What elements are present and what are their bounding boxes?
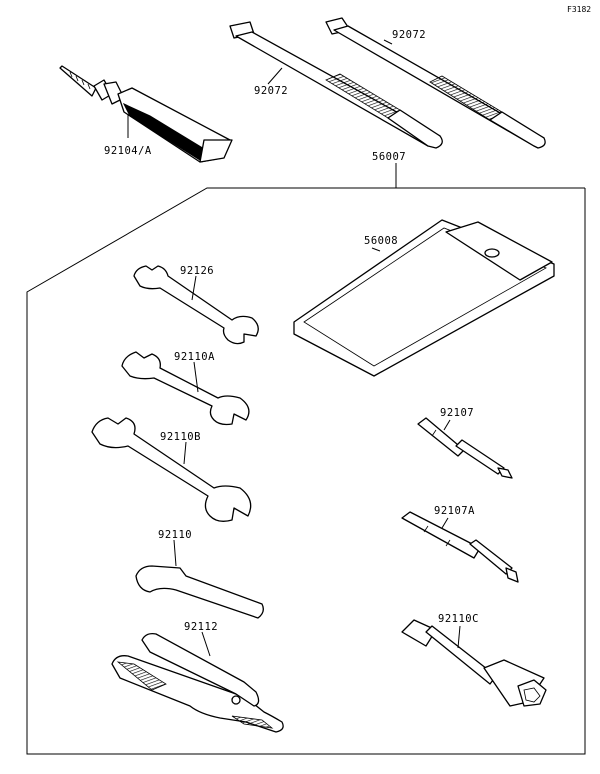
label-92104A: 92104/A (104, 145, 152, 157)
hex-key-92110 (135, 565, 264, 619)
screwdriver-92107 (417, 417, 513, 479)
label-92110B: 92110B (160, 431, 201, 443)
screwdriver-92107A (401, 511, 519, 583)
label-92110C: 92110C (438, 613, 479, 625)
plug-wrench-92110C (401, 619, 547, 707)
label-92126: 92126 (180, 265, 214, 277)
pliers-92112 (111, 632, 284, 733)
figure-code: F3182 (567, 5, 591, 14)
label-56008: 56008 (364, 235, 398, 247)
wrench-92110B (91, 417, 252, 522)
label-92112: 92112 (184, 621, 218, 633)
label-92107: 92107 (440, 407, 474, 419)
wrench-92126 (133, 265, 259, 345)
label-92107A: 92107A (434, 505, 475, 517)
label-92110: 92110 (158, 529, 192, 541)
label-56007: 56007 (372, 151, 406, 163)
label-92072-left: 92072 (254, 85, 288, 97)
kit-outline (26, 163, 586, 755)
label-92072-right: 92072 (392, 29, 426, 41)
tool-bag (293, 219, 555, 377)
label-92110A: 92110A (174, 351, 215, 363)
wrench-92110A (121, 351, 250, 426)
sealant-tube (59, 65, 233, 163)
cable-tie-right (325, 17, 546, 149)
cable-tie-left (229, 21, 443, 149)
